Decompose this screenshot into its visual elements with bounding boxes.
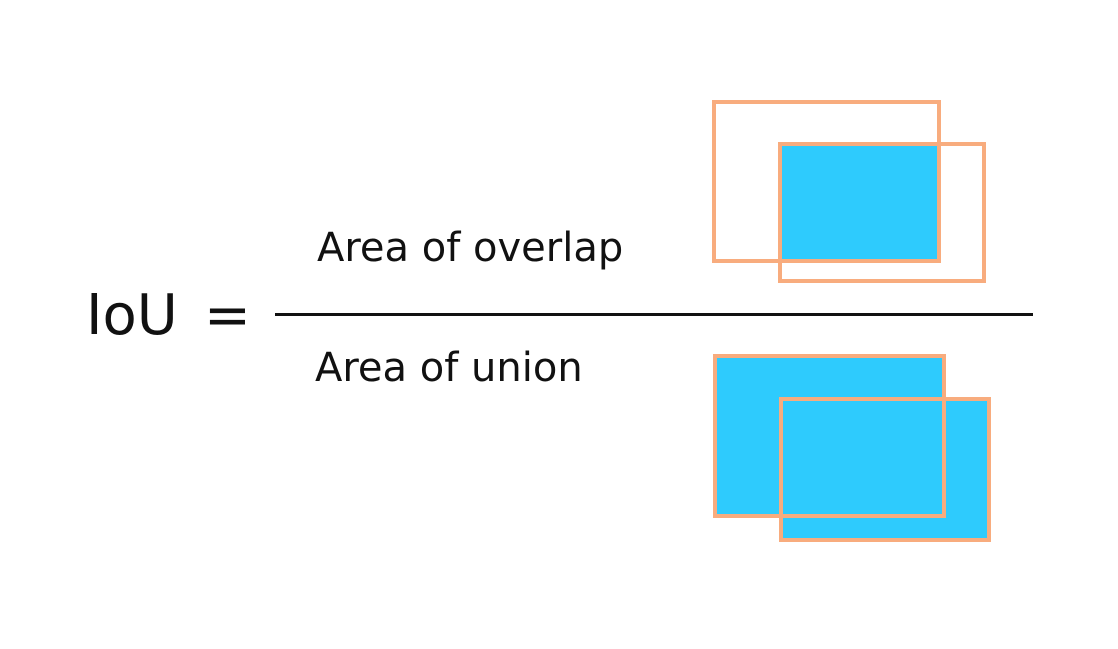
overlap-box-a bbox=[712, 100, 941, 263]
denominator-label: Area of union bbox=[315, 345, 583, 391]
union-box-a bbox=[713, 354, 946, 518]
union-box-b bbox=[779, 397, 991, 542]
numerator-label: Area of overlap bbox=[317, 225, 624, 271]
union-fill-b bbox=[781, 399, 989, 540]
overlap-fill bbox=[780, 144, 939, 261]
equals-sign: = bbox=[204, 283, 251, 348]
overlap-box-b bbox=[778, 142, 986, 283]
union-illustration bbox=[713, 354, 991, 542]
iou-label: IoU bbox=[86, 283, 178, 348]
fraction-bar bbox=[275, 313, 1033, 316]
overlap-illustration bbox=[712, 100, 986, 283]
